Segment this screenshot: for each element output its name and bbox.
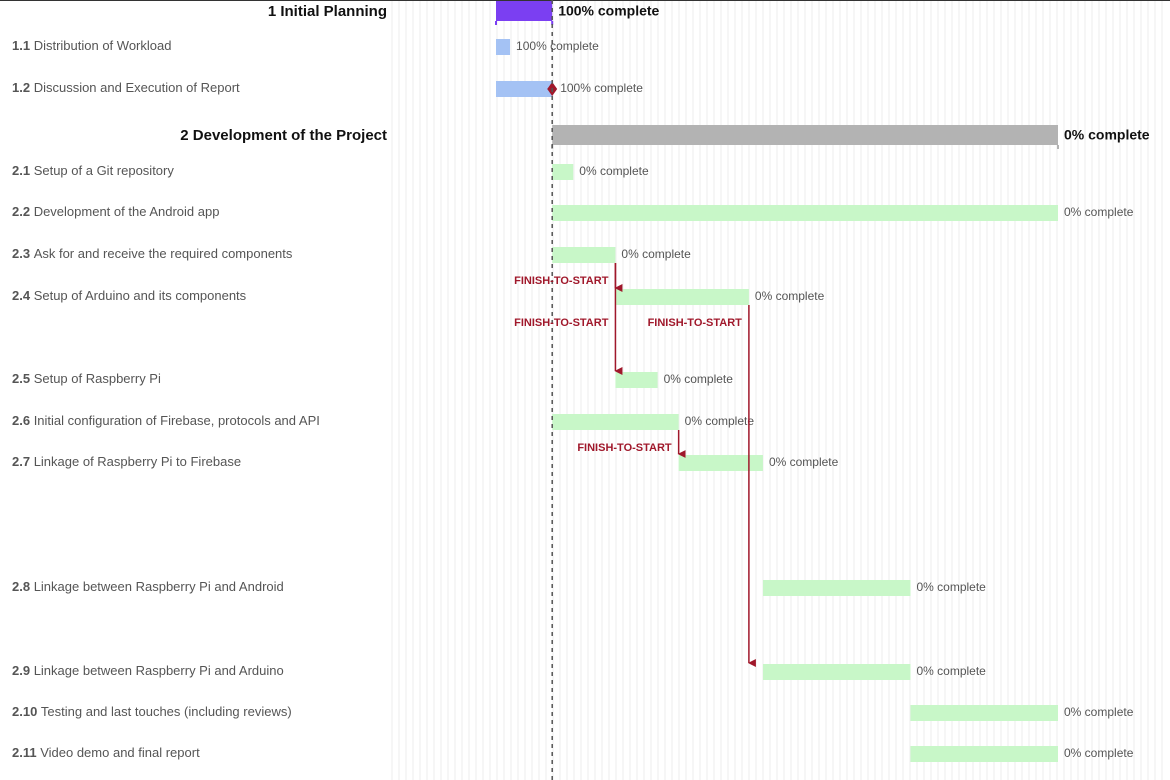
- task-progress-label: 0% complete: [685, 414, 755, 428]
- task-label: 2.7 Linkage of Raspberry Pi to Firebase: [12, 454, 241, 469]
- task-number: 2.6: [12, 413, 34, 428]
- task-progress-label: 0% complete: [621, 247, 691, 261]
- task-name: Distribution of Workload: [34, 38, 172, 53]
- task-progress-label: 0% complete: [769, 455, 839, 469]
- task-name: Initial configuration of Firebase, proto…: [34, 413, 320, 428]
- task-name: Linkage between Raspberry Pi and Android: [34, 579, 284, 594]
- task-bar[interactable]: [552, 164, 574, 180]
- task-bar[interactable]: [496, 81, 553, 97]
- task-number: 2.9: [12, 663, 34, 678]
- task-label: 2.2 Development of the Android app: [12, 204, 219, 219]
- task-label: 2.10 Testing and last touches (including…: [12, 704, 292, 719]
- task-bar[interactable]: [762, 580, 911, 596]
- task-number: 2.11: [12, 745, 40, 760]
- group-bar: [552, 125, 1058, 145]
- task-name: Discussion and Execution of Report: [34, 80, 240, 95]
- task-bar[interactable]: [615, 289, 749, 305]
- task-number: 2.2: [12, 204, 34, 219]
- task-bar[interactable]: [496, 39, 511, 55]
- task-progress-label: 0% complete: [1064, 746, 1134, 760]
- group-progress-label: 0% complete: [1064, 127, 1150, 143]
- task-bar[interactable]: [552, 205, 1058, 221]
- task-number: 1.2: [12, 80, 34, 95]
- task-bar[interactable]: [615, 372, 658, 388]
- task-progress-label: 0% complete: [579, 164, 649, 178]
- task-progress-label: 0% complete: [1064, 705, 1134, 719]
- task-name: Testing and last touches (including revi…: [41, 704, 292, 719]
- task-name: Setup of Raspberry Pi: [34, 371, 161, 386]
- task-progress-label: 0% complete: [1064, 205, 1134, 219]
- dependency-label: FINISH-TO-START: [514, 317, 609, 329]
- task-progress-label: 0% complete: [916, 580, 986, 594]
- task-bar[interactable]: [552, 247, 616, 263]
- task-bar[interactable]: [910, 746, 1058, 762]
- task-label: 1.1 Distribution of Workload: [12, 38, 171, 53]
- group-progress-label: 100% complete: [558, 3, 659, 19]
- task-name: Video demo and final report: [40, 745, 200, 760]
- task-progress-label: 0% complete: [916, 664, 986, 678]
- task-number: 2.7: [12, 454, 34, 469]
- task-bar[interactable]: [678, 455, 763, 471]
- task-bar[interactable]: [762, 664, 911, 680]
- task-number: 2.3: [12, 246, 34, 261]
- task-label: 2.5 Setup of Raspberry Pi: [12, 371, 161, 386]
- task-number: 2.8: [12, 579, 34, 594]
- group-label: 2 Development of the Project: [180, 127, 387, 144]
- task-number: 2.4: [12, 288, 34, 303]
- task-name: Development of the Android app: [34, 204, 220, 219]
- task-progress-label: 100% complete: [560, 81, 643, 95]
- task-bar[interactable]: [910, 705, 1058, 721]
- task-number: 2.1: [12, 163, 34, 178]
- task-name: Setup of Arduino and its components: [34, 288, 247, 303]
- task-number: 2.10: [12, 704, 41, 719]
- task-number: 1.1: [12, 38, 34, 53]
- task-progress-label: 100% complete: [516, 39, 599, 53]
- dependency-label: FINISH-TO-START: [577, 442, 672, 454]
- task-label: 2.6 Initial configuration of Firebase, p…: [12, 413, 320, 428]
- dependency-label: FINISH-TO-START: [648, 317, 743, 329]
- task-name: Ask for and receive the required compone…: [34, 246, 293, 261]
- task-label: 2.3 Ask for and receive the required com…: [12, 246, 293, 261]
- task-label: 2.1 Setup of a Git repository: [12, 163, 174, 178]
- task-progress-label: 0% complete: [755, 289, 825, 303]
- task-name: Linkage of Raspberry Pi to Firebase: [34, 454, 241, 469]
- task-label: 2.9 Linkage between Raspberry Pi and Ard…: [12, 663, 284, 678]
- task-label: 2.11 Video demo and final report: [12, 745, 200, 760]
- dependency-label: FINISH-TO-START: [514, 275, 609, 287]
- task-label: 2.8 Linkage between Raspberry Pi and And…: [12, 579, 284, 594]
- task-name: Setup of a Git repository: [34, 163, 175, 178]
- group-bar: [496, 1, 553, 21]
- group-label: 1 Initial Planning: [268, 3, 387, 20]
- task-number: 2.5: [12, 371, 34, 386]
- task-label: 1.2 Discussion and Execution of Report: [12, 80, 240, 95]
- task-label: 2.4 Setup of Arduino and its components: [12, 288, 247, 303]
- task-progress-label: 0% complete: [664, 372, 734, 386]
- task-bar[interactable]: [552, 414, 679, 430]
- task-name: Linkage between Raspberry Pi and Arduino: [34, 663, 284, 678]
